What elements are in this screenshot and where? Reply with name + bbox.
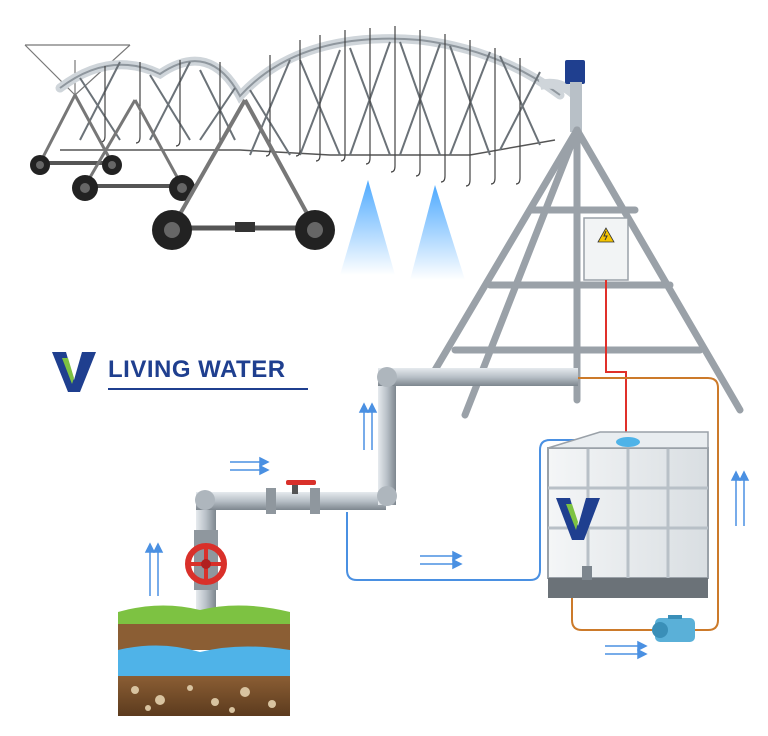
water-spray: [340, 180, 395, 275]
far-tower: [25, 45, 130, 95]
power-cable: [606, 280, 626, 440]
pump-motor-icon[interactable]: [652, 615, 695, 642]
ibc-tank: [548, 432, 708, 598]
flow-arrow-right: [420, 552, 461, 560]
flow-arrow-right: [420, 560, 461, 568]
pivot-tower: [435, 60, 740, 415]
wheel-cart: [30, 95, 122, 175]
flow-arrow-right: [230, 458, 268, 466]
water-spray: [410, 185, 465, 280]
flow-arrow-up: [740, 472, 748, 526]
flow-arrow-up: [732, 472, 740, 526]
brand-mark-icon: [52, 350, 104, 394]
flow-arrow-right: [230, 466, 268, 474]
flow-arrow-up: [368, 404, 376, 450]
supply-pipe: [195, 367, 578, 612]
gate-valve[interactable]: [188, 530, 224, 590]
flow-arrow-right: [605, 642, 646, 650]
gear-motor: [565, 60, 585, 84]
brand-underline: [108, 388, 308, 390]
flow-arrow-up: [146, 544, 154, 596]
brand-name: LIVING WATER: [108, 356, 286, 384]
flow-arrow-up: [154, 544, 162, 596]
ground-cross-section: [118, 605, 290, 716]
flow-arrow-up: [360, 404, 368, 450]
brand-logo: LIVING WATER: [52, 350, 312, 400]
flow-arrow-right: [605, 650, 646, 658]
